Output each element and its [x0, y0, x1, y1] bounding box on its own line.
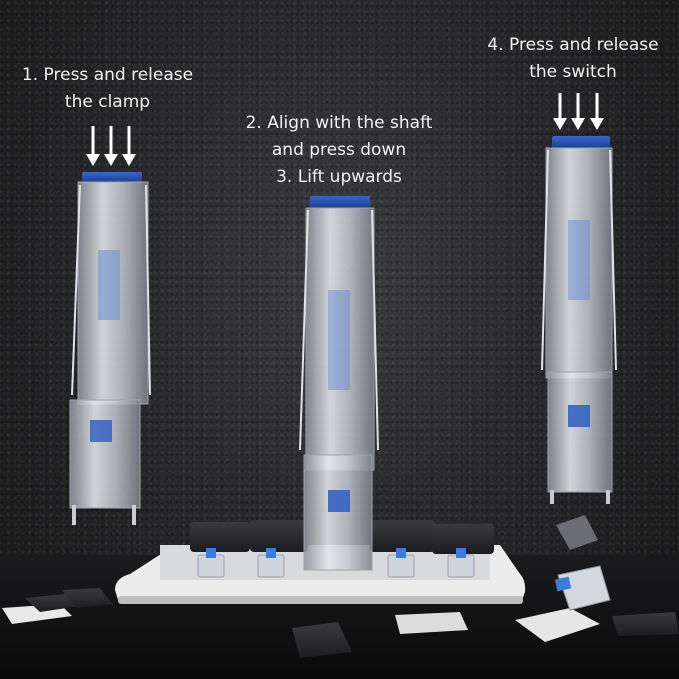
down-arrow-icon — [553, 93, 567, 130]
loose-keycaps — [2, 588, 679, 658]
down-arrow-icon — [590, 93, 604, 130]
down-arrow-icon — [104, 126, 118, 166]
step-2-line-1: 2. Align with the shaft — [245, 113, 433, 133]
step-1-line-1: 1. Press and release — [21, 65, 194, 85]
step-1-line-2: the clamp — [64, 92, 151, 112]
step-1-caption: 1. Press and release the clamp — [10, 62, 205, 116]
switch-puller-tool-center — [299, 196, 379, 571]
down-arrow-icon — [86, 126, 100, 166]
step-4-line-1: 4. Press and release — [487, 35, 659, 55]
down-arrow-icon — [571, 93, 585, 130]
step-2-3-caption: 2. Align with the shaft and press down 3… — [228, 110, 450, 191]
keyboard — [115, 520, 526, 604]
step-3-line: 3. Lift upwards — [276, 167, 402, 187]
step-2-line-2: and press down — [271, 140, 407, 160]
step-4-caption: 4. Press and release the switch — [468, 32, 678, 86]
switch-puller-tool-left — [69, 172, 151, 525]
down-arrow-icon — [122, 126, 136, 166]
removed-switch — [554, 515, 611, 611]
step-4-line-2: the switch — [529, 62, 617, 82]
switch-puller-tool-right — [541, 136, 617, 504]
switch-row — [197, 548, 475, 578]
